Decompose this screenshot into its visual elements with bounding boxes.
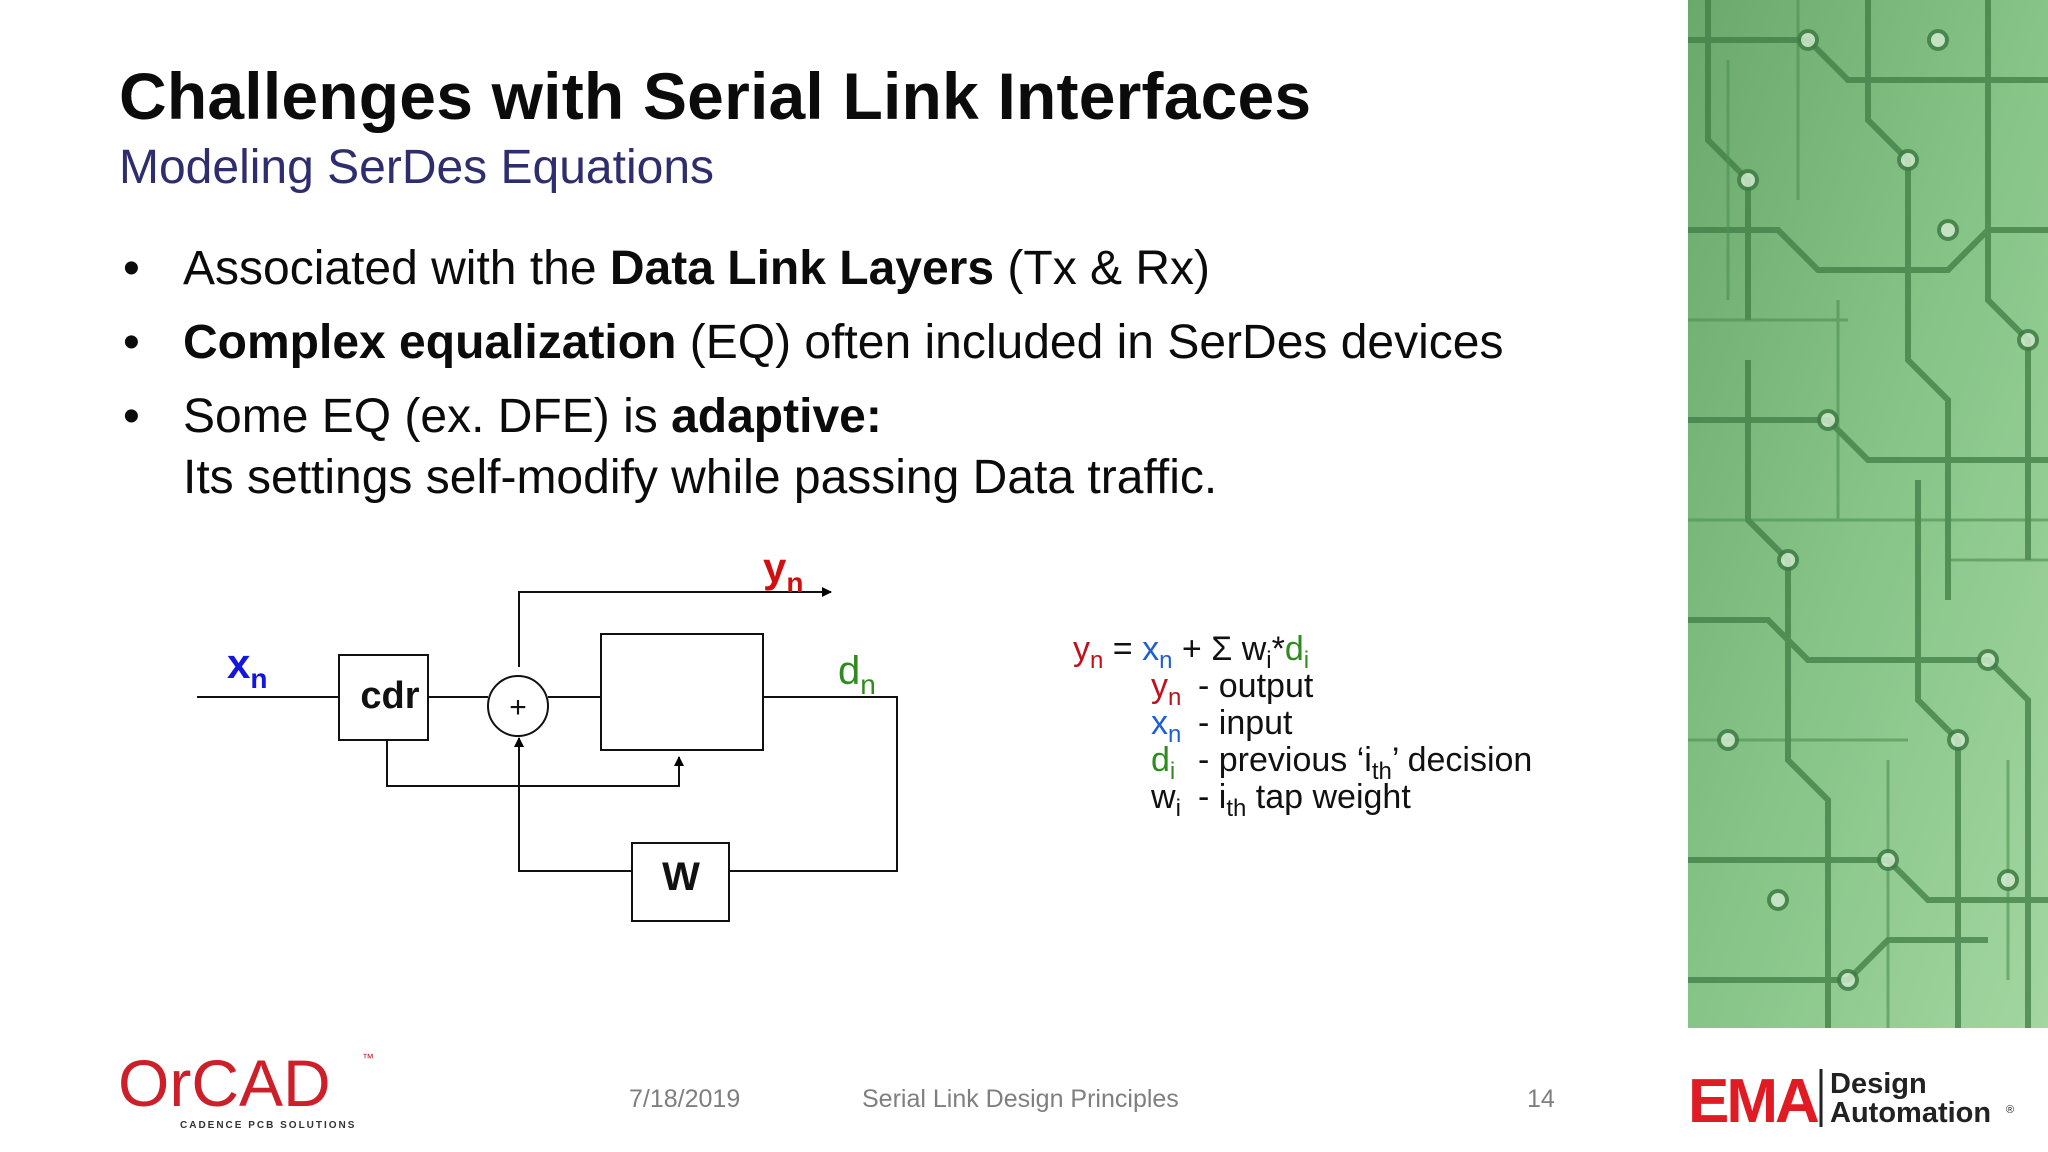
bullet-text: Associated with the bbox=[183, 242, 610, 295]
svg-text:®: ® bbox=[2006, 1104, 2014, 1116]
eq-times: * bbox=[1271, 630, 1285, 668]
legend-row-weight: wi - ith tap weight bbox=[1073, 778, 1411, 822]
eq-x: xn bbox=[1142, 630, 1173, 674]
clock-line bbox=[386, 741, 684, 787]
bullet-list: • Associated with the Data Link Layers (… bbox=[119, 238, 1503, 521]
output-line bbox=[518, 587, 832, 667]
bullet-bold-text: adaptive: bbox=[671, 390, 882, 443]
page-number: 14 bbox=[1527, 1085, 1555, 1113]
legend-description: - input bbox=[1198, 704, 1293, 742]
pcb-background-image bbox=[1688, 0, 2048, 1028]
weight-to-summer-line bbox=[514, 737, 632, 872]
svg-text:CADENCE PCB SOLUTIONS: CADENCE PCB SOLUTIONS bbox=[180, 1120, 356, 1130]
bullet-item-3: • Some EQ (ex. DFE) is adaptive: Its set… bbox=[119, 386, 1503, 508]
footer-date: 7/18/2019 bbox=[629, 1085, 741, 1113]
legend-description: - output bbox=[1198, 667, 1314, 705]
slide-title: Challenges with Serial Link Interfaces bbox=[119, 59, 1312, 133]
bullet-marker: • bbox=[123, 390, 140, 443]
bullet-marker: • bbox=[123, 242, 140, 295]
bullet-item-1: • Associated with the Data Link Layers (… bbox=[119, 238, 1503, 299]
decision-label: dn bbox=[838, 649, 876, 700]
bullet-text: (EQ) often included in SerDes devices bbox=[676, 316, 1504, 369]
footer-title: Serial Link Design Principles bbox=[862, 1085, 1179, 1113]
decision-feedback-line bbox=[730, 696, 898, 872]
summer-label: + bbox=[509, 691, 527, 724]
bullet-bold-text: Data Link Layers bbox=[609, 242, 995, 295]
svg-text:Automation: Automation bbox=[1830, 1097, 1991, 1129]
ema-logo: EMA Design Automation ® bbox=[1688, 1067, 2014, 1130]
bullet-text: (Tx & Rx) bbox=[994, 242, 1211, 295]
output-label: yn bbox=[763, 544, 803, 598]
svg-text:EMA: EMA bbox=[1688, 1067, 1819, 1130]
bullet-item-2: • Complex equalization (EQ) often includ… bbox=[119, 312, 1503, 373]
weight-block bbox=[631, 842, 730, 922]
svg-text:™: ™ bbox=[362, 1051, 374, 1065]
equation-line: yn = xn + Σ wi*di bbox=[1073, 630, 1310, 674]
legend-description: - ith tap weight bbox=[1198, 778, 1411, 822]
svg-text:OrCAD: OrCAD bbox=[118, 1048, 331, 1120]
eq-d: di bbox=[1284, 630, 1310, 674]
legend-row-output: yn - output bbox=[1073, 667, 1313, 711]
bullet-bold-text: Complex equalization bbox=[183, 316, 677, 369]
legend-row-input: xn - input bbox=[1073, 704, 1309, 748]
eq-y: yn bbox=[1073, 630, 1104, 674]
weight-label: W bbox=[662, 855, 700, 899]
legend-description: - previous ‘ith’ decision bbox=[1198, 741, 1533, 785]
eq-w: wi bbox=[1241, 630, 1272, 674]
cdr-block bbox=[338, 654, 429, 741]
summer-node bbox=[487, 675, 549, 737]
legend-row-decision: di - previous ‘ith’ decision bbox=[1073, 741, 1532, 785]
bullet-text: Some EQ (ex. DFE) is bbox=[183, 390, 672, 443]
bullet-marker: • bbox=[123, 316, 140, 369]
bullet-continuation-text: Its settings self-modify while passing D… bbox=[183, 451, 1218, 504]
input-label: xn bbox=[227, 640, 267, 694]
eq-equals: = bbox=[1103, 630, 1143, 668]
eq-sum: + Σ bbox=[1172, 630, 1242, 668]
svg-text:Design: Design bbox=[1830, 1068, 1927, 1100]
legend-symbol: xn bbox=[1151, 704, 1182, 748]
orcad-logo: OrCAD ™ CADENCE PCB SOLUTIONS bbox=[118, 1048, 374, 1130]
equation-block: yn = xn + Σ wi*di yn - output xn - input… bbox=[1073, 630, 1532, 822]
legend-symbol: wi bbox=[1151, 778, 1181, 822]
legend-symbol: yn bbox=[1151, 667, 1182, 711]
cdr-label: cdr bbox=[360, 675, 419, 717]
slide-subtitle: Modeling SerDes Equations bbox=[119, 141, 715, 194]
slicer-block bbox=[600, 633, 764, 751]
legend-symbol: di bbox=[1151, 741, 1176, 785]
